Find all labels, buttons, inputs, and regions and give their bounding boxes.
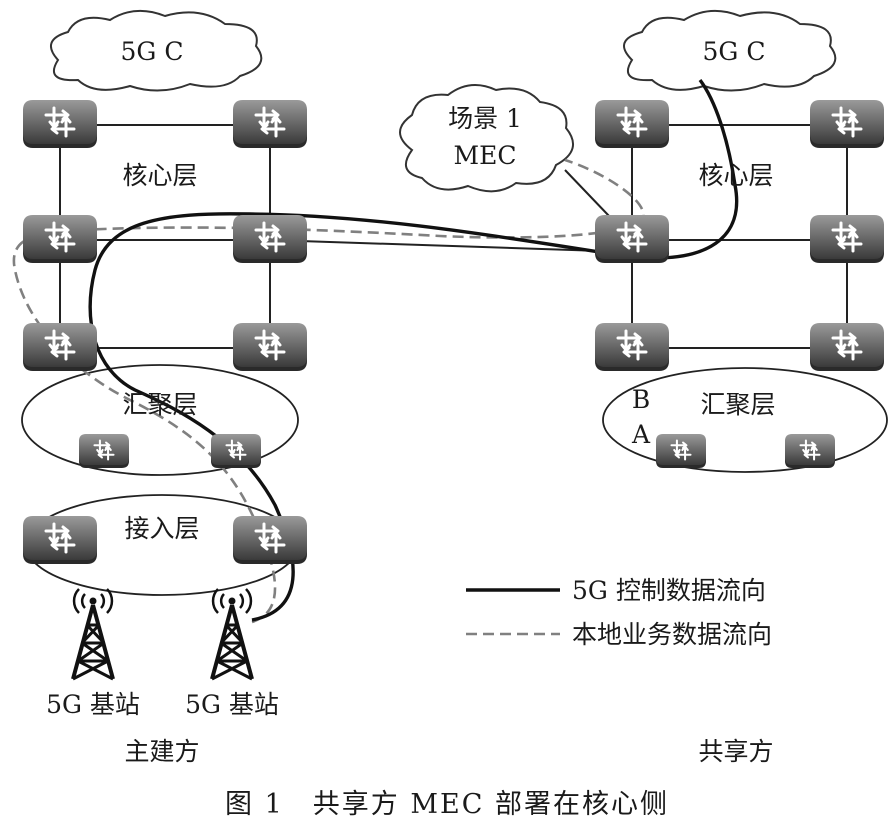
router-icon-core-left-4 [233, 215, 307, 263]
router-icon-agg-right-small-1 [656, 434, 706, 468]
router-icon-core-left-2 [233, 100, 307, 148]
router-icon-core-right-3 [595, 215, 669, 263]
base-station-label-2: 5G 基站 [185, 690, 279, 719]
router-icon-agg-right-2 [810, 323, 884, 371]
router-icon-access-left-2 [233, 516, 307, 564]
cloud-label-right: 5G C [703, 37, 766, 66]
figure-caption: 图 1 共享方 MEC 部署在核心侧 [225, 789, 669, 820]
mec-label-line1: 场景 1 [448, 104, 522, 133]
router-icon-access-left-1 [23, 516, 97, 564]
router-icon-agg-right-small-2 [785, 434, 835, 468]
router-icon-agg-left-2 [233, 323, 307, 371]
access-layer-label: 接入层 [124, 514, 199, 543]
agg-ring-right [602, 367, 888, 473]
antenna-tower-icon-1 [71, 587, 115, 681]
cloud-label-left: 5G C [121, 37, 184, 66]
control-flow-path [88, 78, 739, 622]
agg-layer-label-left: 汇聚层 [122, 390, 197, 419]
router-icon-core-left-1 [23, 100, 97, 148]
router-icon-core-right-4 [810, 215, 884, 263]
core-layer-label-right: 核心层 [698, 161, 773, 190]
router-icon-agg-left-small-2 [211, 434, 261, 468]
cloud-icon-left-5gc [49, 9, 263, 92]
router-icon-agg-left-small-1 [79, 434, 129, 468]
agg-layer-label-right: 汇聚层 [700, 390, 775, 419]
antenna-tower-icon-2 [210, 587, 254, 681]
base-station-label-1: 5G 基站 [46, 690, 140, 719]
host-operator-label: 主建方 [124, 737, 199, 766]
local-service-flow-path [12, 158, 645, 624]
router-icon-agg-right-1 [595, 323, 669, 371]
legend-local-label: 本地业务数据流向 [572, 620, 772, 649]
router-icon-agg-left-1 [23, 323, 97, 371]
point-b-label: B [632, 385, 650, 414]
legend: 5G 控制数据流向 本地业务数据流向 [466, 576, 772, 649]
cloud-icon-mec [399, 84, 575, 193]
router-icon-core-right-2 [810, 100, 884, 148]
legend-control-label: 5G 控制数据流向 [572, 576, 766, 605]
mec-label-line2: MEC [454, 141, 517, 170]
cloud-icon-right-5gc [623, 9, 837, 92]
point-a-label: A [631, 420, 651, 449]
router-icon-core-left-3 [23, 215, 97, 263]
agg-ring-left [21, 364, 299, 476]
sharing-operator-label: 共享方 [698, 737, 773, 766]
router-icon-core-right-1 [595, 100, 669, 148]
core-layer-label-left: 核心层 [122, 161, 197, 190]
